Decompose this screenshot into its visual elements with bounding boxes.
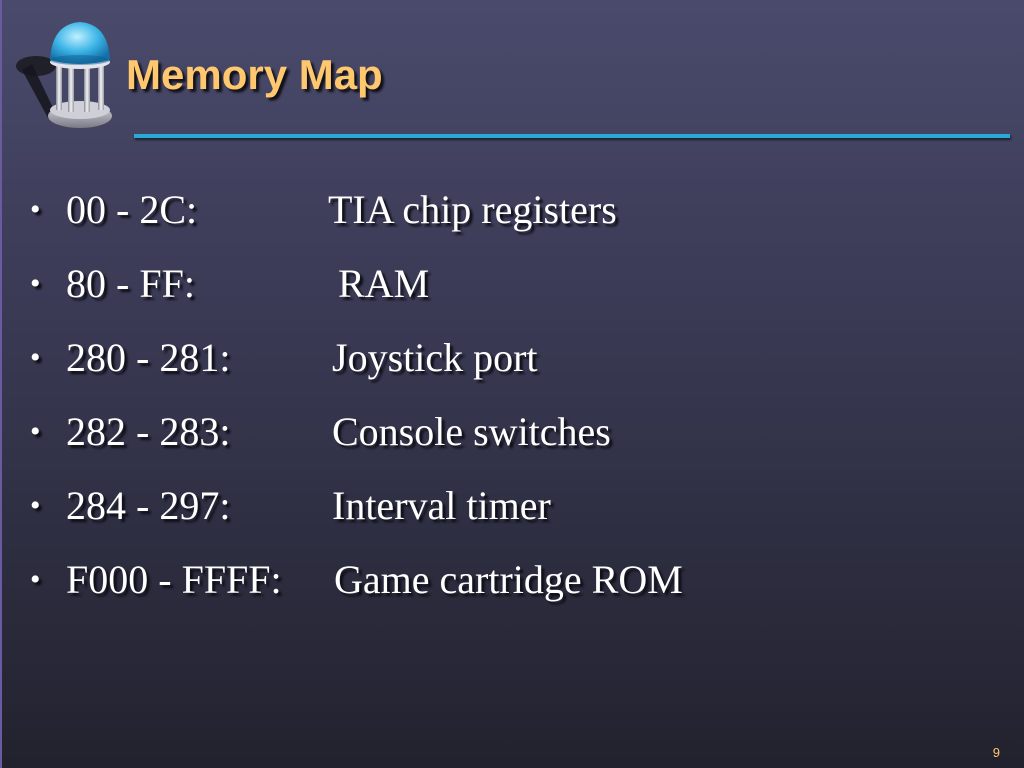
- well-gazebo-icon: [16, 22, 112, 128]
- address-range: 282 - 283:: [66, 409, 231, 454]
- address-range: 280 - 281:: [66, 335, 231, 380]
- address-range: 00 - 2C:: [66, 187, 198, 232]
- slide-left-edge: [0, 0, 2, 768]
- memory-region-label: RAM: [338, 261, 430, 306]
- memory-region-label: Game cartridge ROM: [334, 557, 683, 602]
- slide-title: Memory Map: [126, 51, 383, 98]
- bullet-icon: •: [30, 267, 41, 300]
- memory-region-label: Interval timer: [332, 483, 551, 528]
- address-range: 284 - 297:: [66, 483, 231, 528]
- bullet-icon: •: [30, 415, 41, 448]
- memory-region-label: TIA chip registers: [328, 187, 617, 232]
- title-divider: [134, 134, 1010, 138]
- address-range: 80 - FF:: [66, 261, 195, 306]
- memory-region-label: Console switches: [332, 409, 611, 454]
- memory-region-label: Joystick port: [332, 335, 538, 380]
- bullet-icon: •: [30, 341, 41, 374]
- page-number: 9: [992, 745, 1000, 760]
- bullet-icon: •: [30, 193, 41, 226]
- bullet-icon: •: [30, 563, 41, 596]
- bullet-icon: •: [30, 489, 41, 522]
- address-range: F000 - FFFF:: [66, 557, 282, 602]
